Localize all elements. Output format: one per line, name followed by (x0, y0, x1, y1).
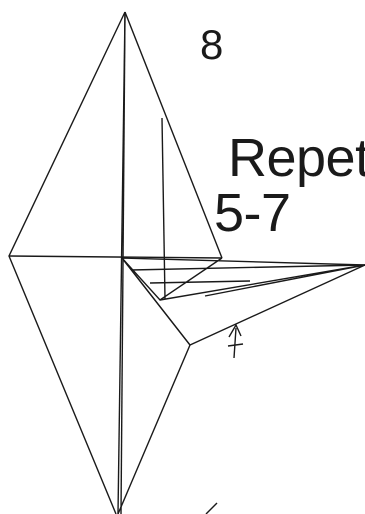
lower-flap-edge (118, 345, 190, 514)
horizontal-crease (9, 256, 222, 258)
instruction-text-line-1: Repet (228, 131, 365, 185)
right-flap-crease-2 (131, 265, 365, 270)
step-number: 8 (200, 24, 223, 66)
model-outline (9, 12, 125, 514)
fold-direction-arrow-icon (228, 325, 243, 358)
right-flap-crease-4 (205, 265, 365, 296)
lower-inner-crease (122, 258, 190, 345)
inner-flap-crease (162, 118, 165, 299)
instruction-text-line-2: 5-7 (214, 186, 291, 240)
next-step-mark (206, 503, 217, 514)
right-flap-top (122, 258, 222, 300)
